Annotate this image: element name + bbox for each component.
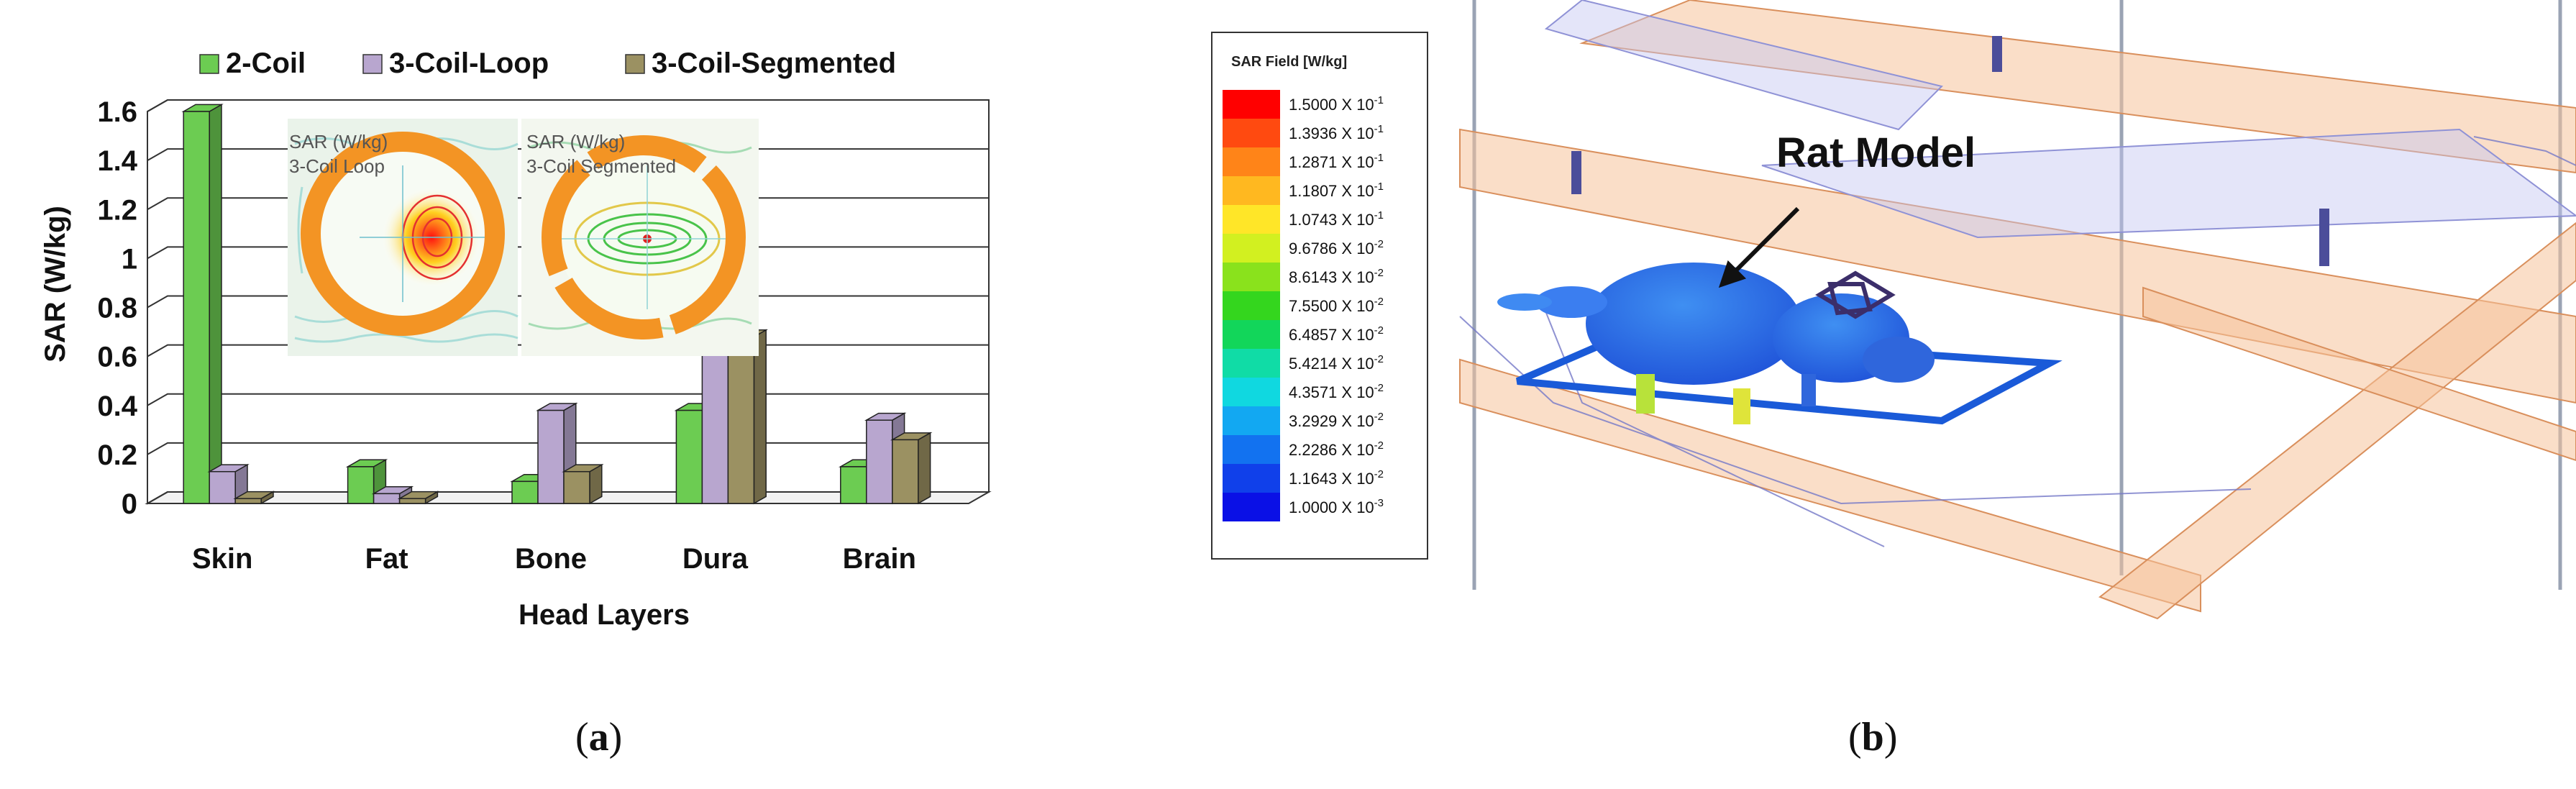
x-tick-label: Brain [843,543,916,575]
panel-a-open-paren: ( [575,715,589,760]
colorbar-label: 1.0743 X 10-1 [1289,209,1384,229]
bar-2-coil-skin [181,104,224,505]
scene-3d: Rat Model [1459,0,2576,626]
panel-b-close-paren: ) [1884,715,1898,760]
colorbar-swatch [1223,378,1280,406]
panel-a: 2-Coil 3-Coil-Loop 3-Coil-Segmented 0 0.2… [40,47,992,760]
colorbar-swatch [1223,291,1280,320]
rat-model-shape [1497,263,1935,424]
coil-loop [1516,330,2063,425]
legend-swatch-3-coil-loop [362,54,383,74]
colorbar-label: 1.3936 X 10-1 [1289,123,1384,142]
colorbar-swatch [1223,320,1280,349]
colorbar-swatch [1223,406,1280,435]
panel-b-open-paren: ( [1848,715,1862,760]
colorbar-swatch [1223,147,1280,176]
legend-label-3-coil-segmented: 3-Coil-Segmented [652,47,896,79]
colorbar-swatch [1223,464,1280,493]
x-tick-label: Bone [515,543,587,575]
sar-field-legend: SAR Field [W/kg] 1.5000 X 10-1 1.3936 X 1… [1211,32,1428,560]
colorbar-swatch [1223,435,1280,464]
colorbar-label: 1.2871 X 10-1 [1289,152,1384,171]
colorbar-label: 1.1807 X 10-1 [1289,181,1384,200]
colorbar-swatch [1223,176,1280,205]
inset-left-line2: 3-Coil Loop [289,155,385,177]
colorbar-label: 9.6786 X 10-2 [1289,238,1384,257]
panel-b: Rat Model SAR Field [W/kg] 1.5000 X 10-1… [1211,0,2576,760]
x-tick-label: Dura [682,543,749,575]
bar-3-coil-segmented-bone [562,463,604,505]
y-tick-label: 1.2 [97,194,137,226]
colorbar: 1.5000 X 10-1 1.3936 X 10-1 1.2871 X 10-1 1… [1223,90,1384,521]
colorbar-label: 7.5500 X 10-2 [1289,296,1384,315]
bar-3-coil-segmented-brain [890,432,933,505]
panel-b-letter: b [1862,715,1884,760]
x-tick-label: Fat [365,543,408,575]
small-coil [1815,270,1896,319]
bar-3-coil-loop-skin [207,463,250,505]
inset-left-line1: SAR (W/kg) [289,131,388,152]
colorbar-label: 1.1643 X 10-2 [1289,468,1384,488]
y-tick-label: 1 [122,243,137,275]
colorbar-swatch [1223,263,1280,291]
x-axis-title: Head Layers [519,599,690,631]
panel-a-label: (a) [575,715,622,760]
bar-3-coil-segmented-dura [726,329,769,505]
rat-model-callout: Rat Model [1776,129,1976,176]
colorbar-label: 6.4857 X 10-2 [1289,324,1384,344]
bar-3-coil-segmented-skin [233,491,275,505]
y-axis-title: SAR (W/kg) [40,206,71,362]
x-tick-label: Skin [192,543,252,575]
panel-a-close-paren: ) [609,715,623,760]
colorbar-label: 3.2929 X 10-2 [1289,411,1384,430]
panel-a-letter: a [589,715,609,760]
inset-3-coil-loop: SAR (W/kg) 3-Coil Loop [288,119,519,356]
colorbar-swatch [1223,493,1280,521]
gridline [147,99,989,112]
inset-right-line1: SAR (W/kg) [526,131,625,152]
legend-label-2-coil: 2-Coil [226,47,306,79]
panel-b-label: (b) [1848,715,1897,760]
colorbar-swatch [1223,349,1280,378]
legend-label-3-coil-loop: 3-Coil-Loop [389,47,549,79]
colorbar-label: 2.2286 X 10-2 [1289,439,1384,459]
colorbar-swatch [1223,205,1280,234]
legend-title: SAR Field [W/kg] [1231,54,1347,70]
inset-right-line2: 3-Coil Segmented [526,155,676,177]
y-tick-label: 0.2 [97,439,137,471]
colorbar-swatch [1223,119,1280,147]
callout-arrow [1718,206,1800,288]
colorbar-label: 5.4214 X 10-2 [1289,353,1384,373]
bar-3-coil-segmented-fat [397,491,440,505]
colorbar-label: 8.6143 X 10-2 [1289,267,1384,286]
chart-legend: 2-Coil 3-Coil-Loop 3-Coil-Segmented [199,47,896,79]
y-tick-label: 1.6 [97,96,137,128]
legend-swatch-2-coil [199,54,219,74]
colorbar-label: 1.5000 X 10-1 [1289,94,1384,114]
legend-swatch-3-coil-segmented [625,54,645,74]
colorbar-label: 1.0000 X 10-3 [1289,497,1384,516]
inset-3-coil-segmented: SAR (W/kg) 3-Coil Segmented [521,119,759,356]
svg-text:(a): (a) [575,715,622,760]
y-tick-label: 0.6 [97,342,137,373]
colorbar-swatch [1223,234,1280,263]
svg-text:(b): (b) [1848,715,1897,760]
y-tick-label: 1.4 [97,145,137,177]
y-tick-label: 0.4 [97,391,137,422]
y-tick-label: 0.8 [97,293,137,324]
colorbar-swatch [1223,90,1280,119]
colorbar-label: 4.3571 X 10-2 [1289,382,1384,401]
y-tick-label: 0 [122,488,137,520]
